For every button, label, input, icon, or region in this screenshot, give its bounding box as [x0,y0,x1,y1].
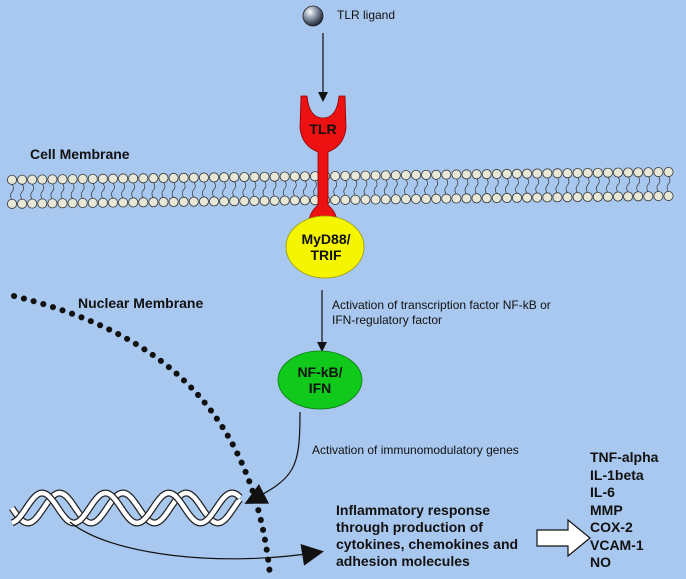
activation-genes-text: Activation of immunomodulatory genes [312,443,519,457]
myd88-trif-label: MyD88/ TRIF [286,231,366,263]
tlr-label: TLR [309,121,337,137]
activation-tf-line1: Activation of transcription factor NF-kB… [332,298,551,312]
myd88-line: MyD88/ [301,231,351,247]
nfkb-line: NF-kB/ [297,364,343,380]
product-item: NO [590,554,611,570]
dna-to-response-arrow [69,521,324,566]
inflammatory-response-text: Inflammatory response through production… [336,502,518,570]
ifn-line: IFN [308,380,332,396]
tlr-ligand-label: TLR ligand [337,8,396,22]
nfkb-ifn-label: NF-kB/ IFN [280,364,360,396]
cell-membrane [7,166,674,209]
trif-line: TRIF [310,247,342,263]
response-line2: through production of [336,519,483,535]
tlr-ligand-sphere [302,5,324,27]
product-item: MMP [590,501,623,518]
products-list: TNF-alpha IL-1beta IL-6 MMP COX-2 VCAM-1… [590,449,658,572]
nfkb-to-dna-arrow [244,411,301,504]
products-block-arrow [536,518,591,558]
product-item: IL-1beta [590,466,644,483]
product-item: IL-6 [590,484,615,500]
nuclear-membrane-label: Nuclear Membrane [78,295,204,311]
product-item: TNF-alpha [590,449,659,465]
nuclear-membrane [11,293,273,578]
dna-double-helix [9,489,243,527]
cell-membrane-label: Cell Membrane [30,146,130,162]
tlr-receptor [299,95,347,231]
product-item: VCAM-1 [590,536,644,553]
product-item: COX-2 [590,519,633,535]
nfkb-ifn-ellipse [277,350,363,410]
activation-tf-line2: IFN-regulatory factor [332,313,443,327]
response-line1: Inflammatory response [336,502,491,518]
myd88-trif-ellipse [285,215,365,279]
activation-tf-text: Activation of transcription factor NF-kB… [332,298,551,328]
response-line3: cytokines, chemokines and [336,536,519,552]
response-line4: adhesion molecules [336,553,470,569]
